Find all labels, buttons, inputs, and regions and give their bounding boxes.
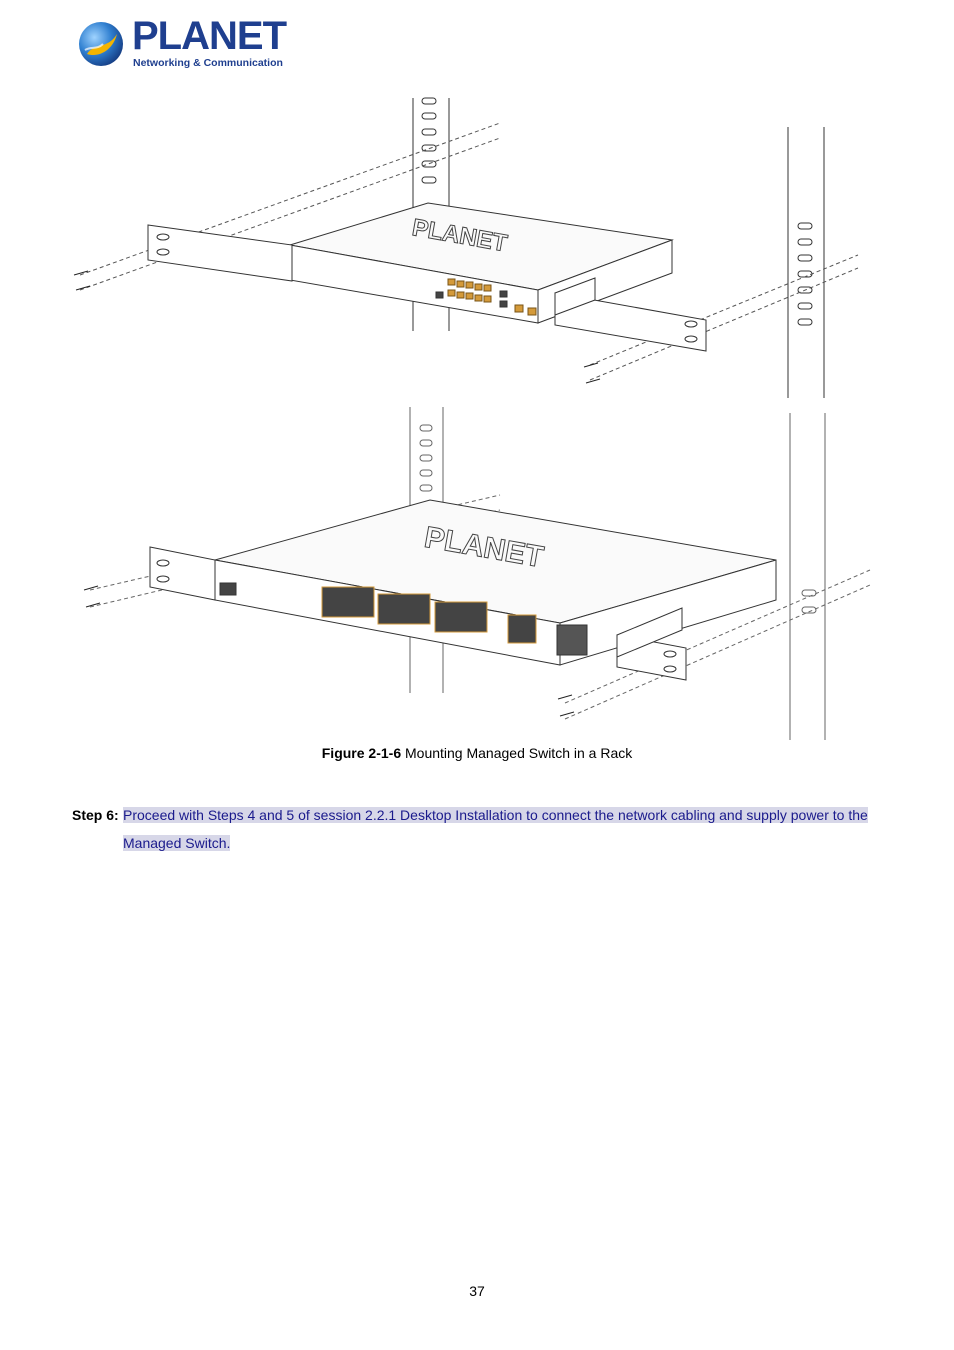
- step-6: Step 6: Proceed with Steps 4 and 5 of se…: [72, 801, 892, 857]
- step-text-line1: Proceed with Steps 4 and 5 of session 2.…: [123, 807, 868, 823]
- planet-logo: PLANET Networking & Communication: [74, 14, 287, 74]
- top-switch: [147, 202, 707, 352]
- globe-icon: [79, 22, 123, 66]
- rack-mount-illustration: PLANET: [73, 97, 871, 740]
- page-number: 37: [469, 1283, 485, 1299]
- figure-title: Mounting Managed Switch in a Rack: [401, 745, 633, 761]
- step-text: Proceed with Steps 4 and 5 of session 2.…: [123, 801, 892, 857]
- brand-tagline: Networking & Communication: [133, 57, 283, 69]
- step-label: Step 6:: [72, 807, 119, 823]
- brand-wordmark: PLANET: [132, 14, 287, 58]
- step-text-line2: Managed Switch.: [123, 835, 231, 851]
- figure-number: Figure 2-1-6: [321, 745, 402, 761]
- top-rack-post-right: [787, 127, 825, 398]
- bottom-switch: [149, 499, 777, 681]
- figure-caption: Figure 2-1-6 Mounting Managed Switch in …: [0, 745, 954, 761]
- bottom-rack-post-right: [789, 413, 826, 740]
